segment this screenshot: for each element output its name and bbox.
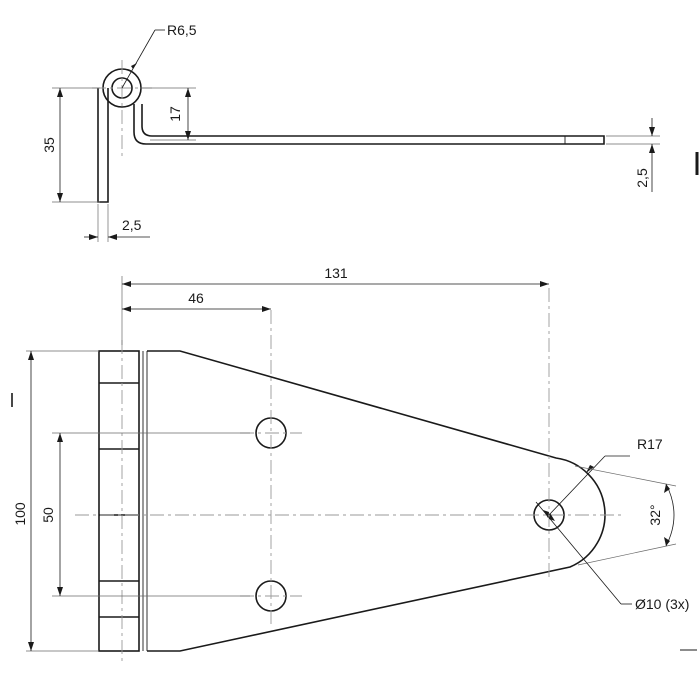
leaf-outline [147, 350, 606, 652]
tip-radius-leader [548, 455, 606, 516]
bend-radius-label: R6,5 [167, 22, 197, 38]
top-view: 131 46 100 50 R17 32° [11, 265, 697, 662]
knuckle-strip [98, 350, 140, 652]
angle-label: 32° [647, 504, 663, 525]
hole-diameter-label: Ø10 (3x) [635, 596, 689, 612]
horizontal-leaf [133, 104, 605, 145]
bottom-thickness-label: 2,5 [122, 217, 142, 233]
hole-offset-label: 46 [188, 290, 204, 306]
hole-spacing-label: 50 [40, 507, 56, 523]
side-view: R6,5 35 17 2,5 2,5 [41, 22, 699, 242]
overall-length-label: 131 [324, 265, 348, 281]
right-thickness-label: 2,5 [634, 168, 650, 188]
side-height-label: 35 [41, 137, 57, 153]
tip-radius-label: R17 [637, 436, 663, 452]
offset-label: 17 [167, 106, 183, 122]
hole-diameter-leader [535, 501, 622, 605]
radius-leader [121, 29, 156, 89]
vertical-leaf [97, 88, 109, 203]
angle-arc [665, 483, 675, 547]
overall-height-label: 100 [12, 502, 28, 526]
